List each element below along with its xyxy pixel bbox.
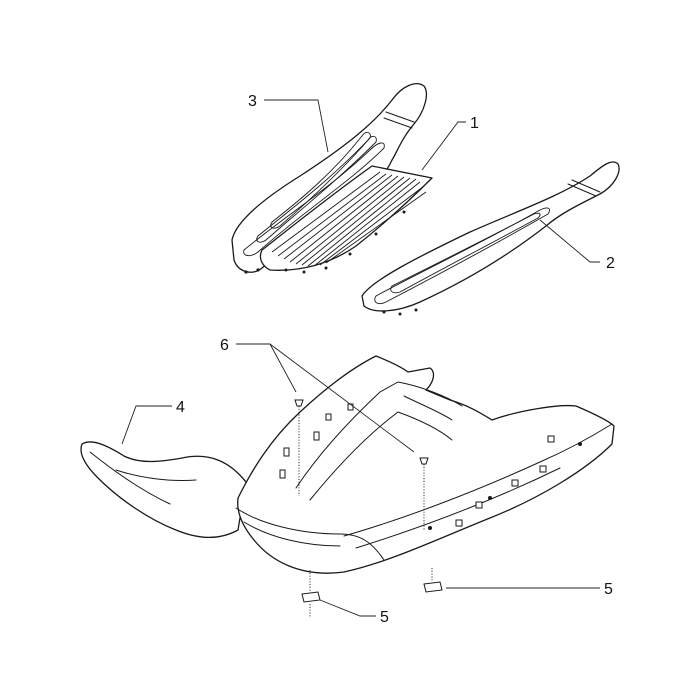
callout-4: 4 bbox=[176, 399, 185, 416]
panel-holes bbox=[279, 403, 582, 530]
callout-5-left: 5 bbox=[380, 609, 389, 626]
center-floor-mat bbox=[259, 165, 433, 274]
clips bbox=[301, 568, 443, 618]
callout-6: 6 bbox=[220, 337, 229, 354]
callout-3: 3 bbox=[248, 93, 257, 110]
center-mat-grooves bbox=[271, 171, 427, 267]
right-footboard-mat bbox=[361, 161, 620, 316]
leader-lines bbox=[121, 99, 600, 617]
screws bbox=[294, 399, 429, 530]
callout-2: 2 bbox=[606, 255, 615, 272]
callout-1: 1 bbox=[470, 115, 479, 132]
floor-panel-body bbox=[80, 355, 615, 574]
callout-5-right: 5 bbox=[604, 581, 613, 598]
